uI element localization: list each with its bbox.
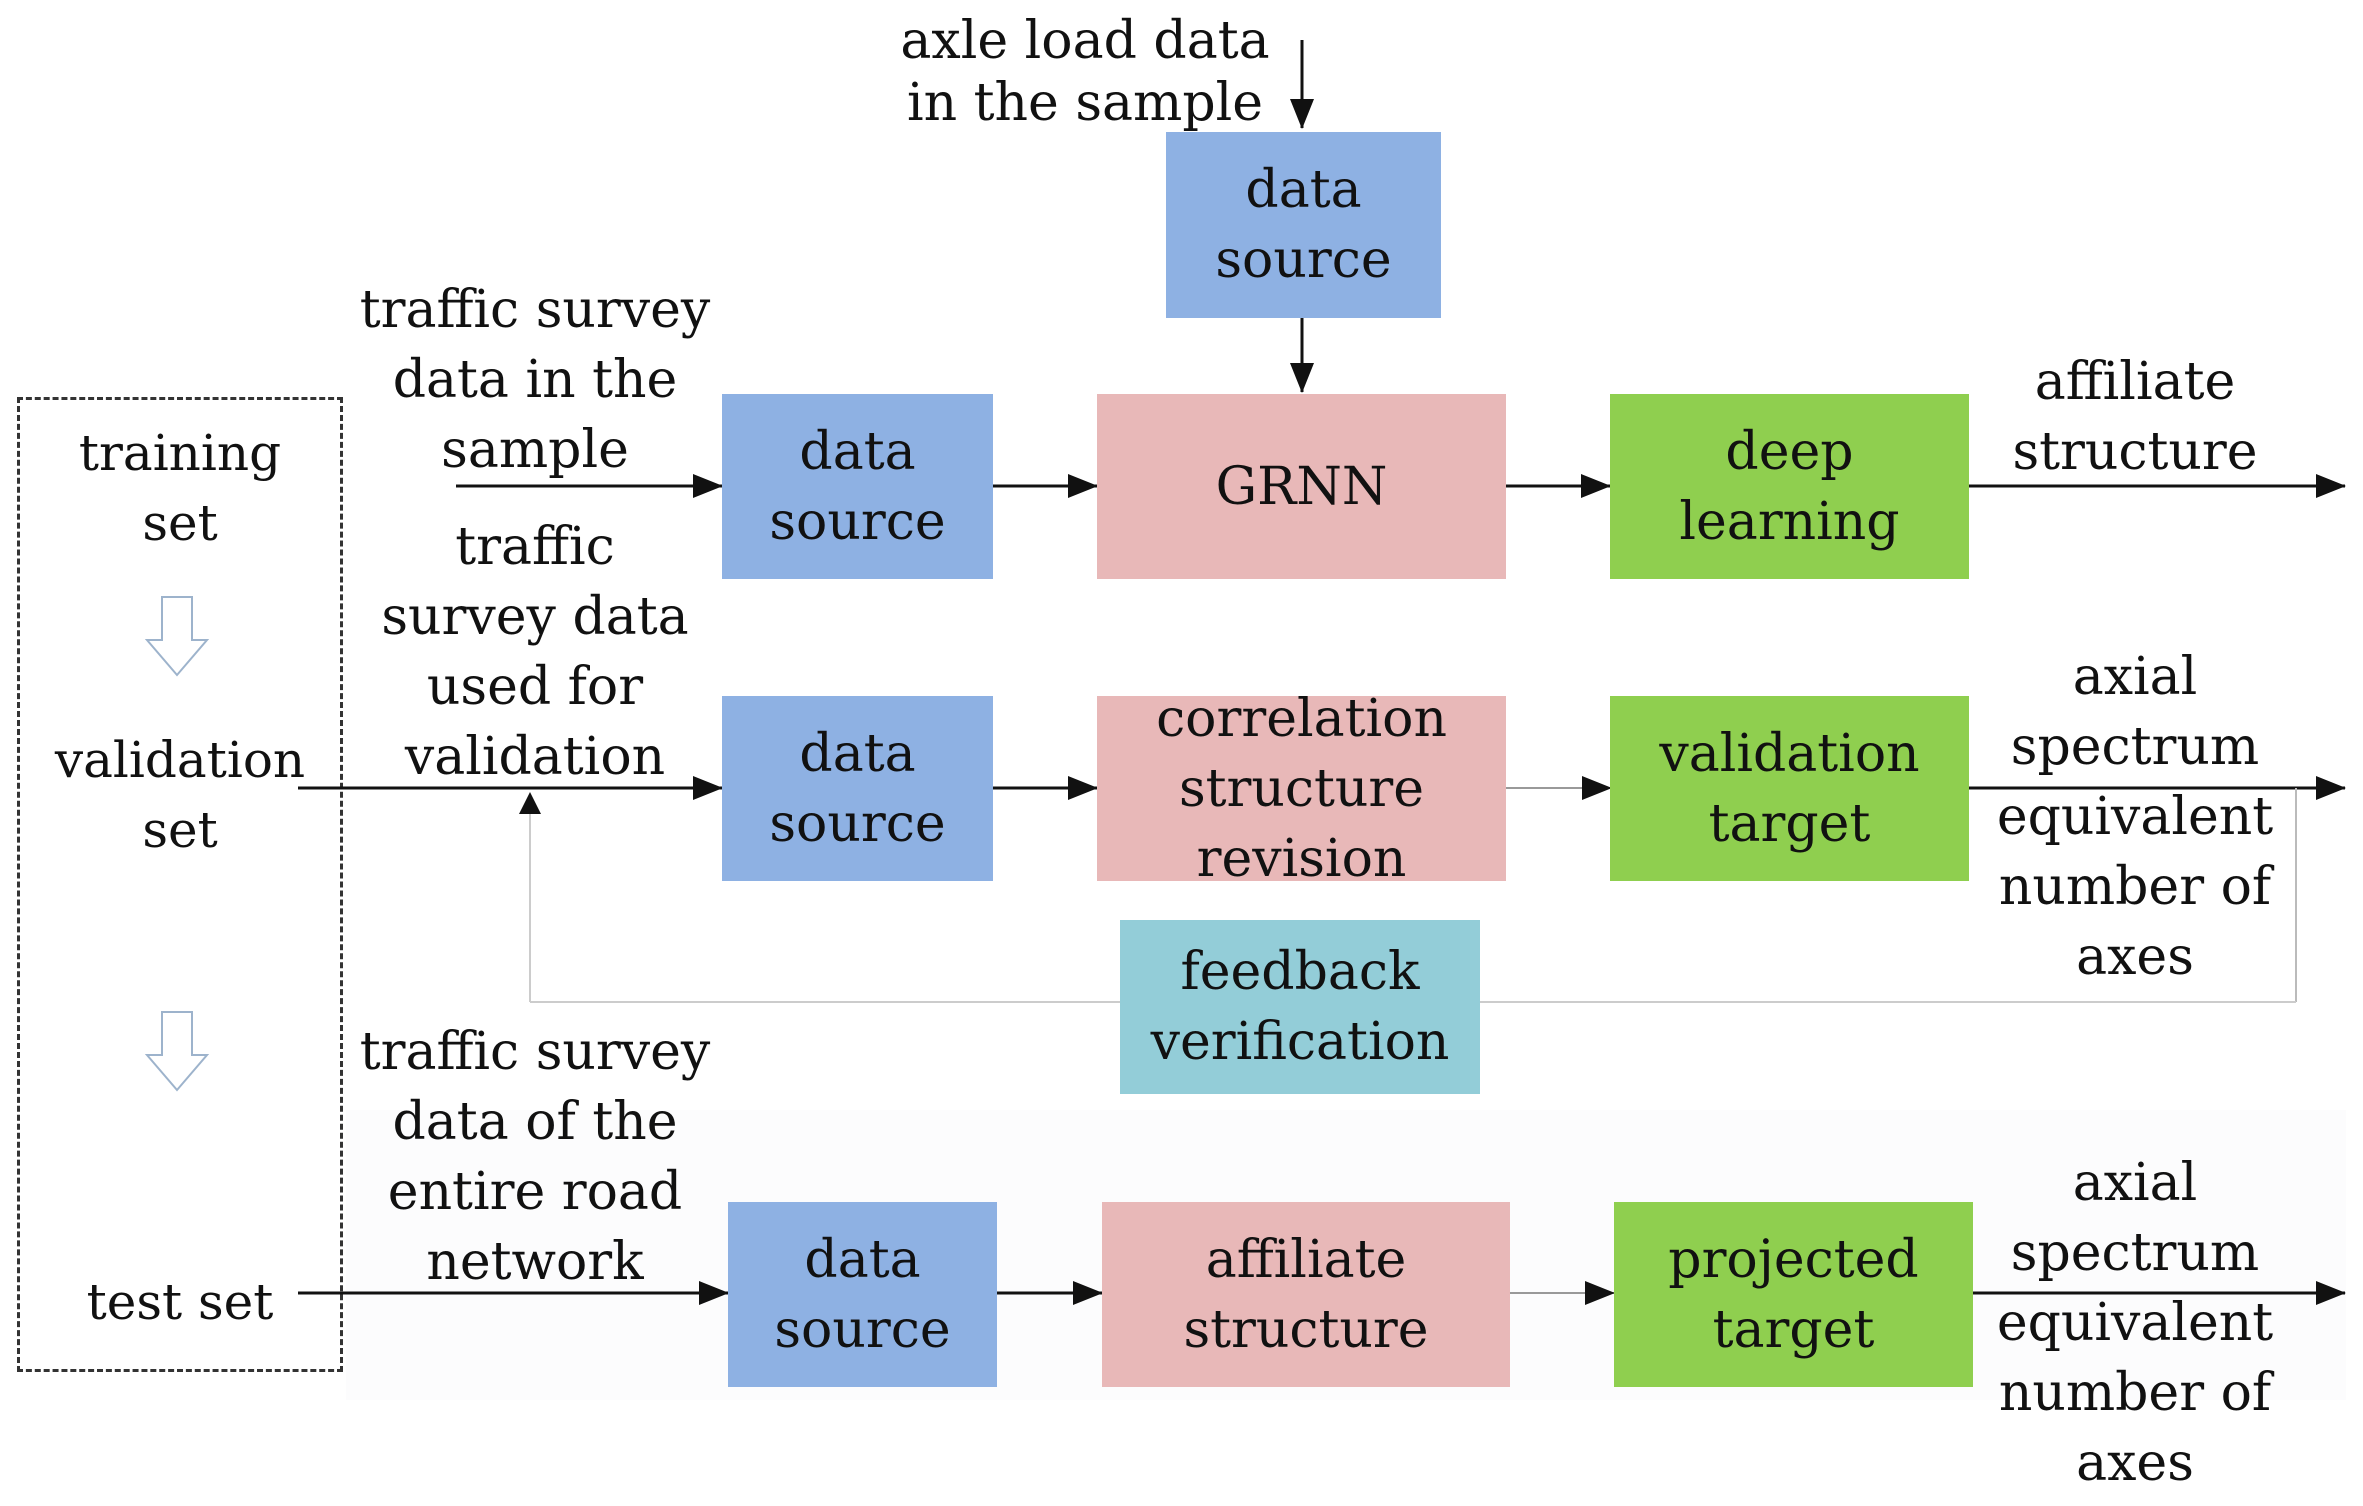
deep-learning-box: deep learning [1610,394,1969,579]
arrowhead-row2-stage [1582,776,1612,800]
feedback-arrowhead [519,792,541,814]
arrowhead-row3-stage [1585,1281,1615,1305]
row1-output-label: affiliate structure [2012,352,2258,482]
row2-input-label: traffic survey data used for validation [381,517,689,787]
correlation-structure-revision-box: correlation structure revision [1097,689,1506,889]
dataset-split-frame [17,397,343,1372]
test-set-label: test set [86,1273,274,1331]
training-set-label: training set [78,424,282,552]
down-arrow-icon [144,1011,210,1092]
top-data-source-box: data source [1166,132,1441,318]
affiliate-structure-box: affiliate structure [1102,1202,1510,1387]
row2-output-label: axial spectrum equivalent number of axes [1996,647,2274,987]
grnn-box: GRNN [1097,394,1506,579]
row3-input-label: traffic survey data of the entire road n… [359,1022,711,1292]
row3-data-source-box: data source [728,1202,997,1387]
validation-set-label: validation set [54,731,306,859]
validation-target-box: validation target [1610,696,1969,881]
row1-data-source-box: data source [722,394,993,579]
row1-input-label: traffic survey data in the sample [359,280,711,480]
down-arrow-icon [144,596,210,677]
row2-data-source-box: data source [722,696,993,881]
projected-target-box: projected target [1614,1202,1973,1387]
axle-load-input-label: axle load data in the sample [900,11,1270,133]
row3-output-label: axial spectrum equivalent number of axes [1996,1153,2274,1493]
feedback-verification-box: feedback verification [1120,920,1480,1094]
